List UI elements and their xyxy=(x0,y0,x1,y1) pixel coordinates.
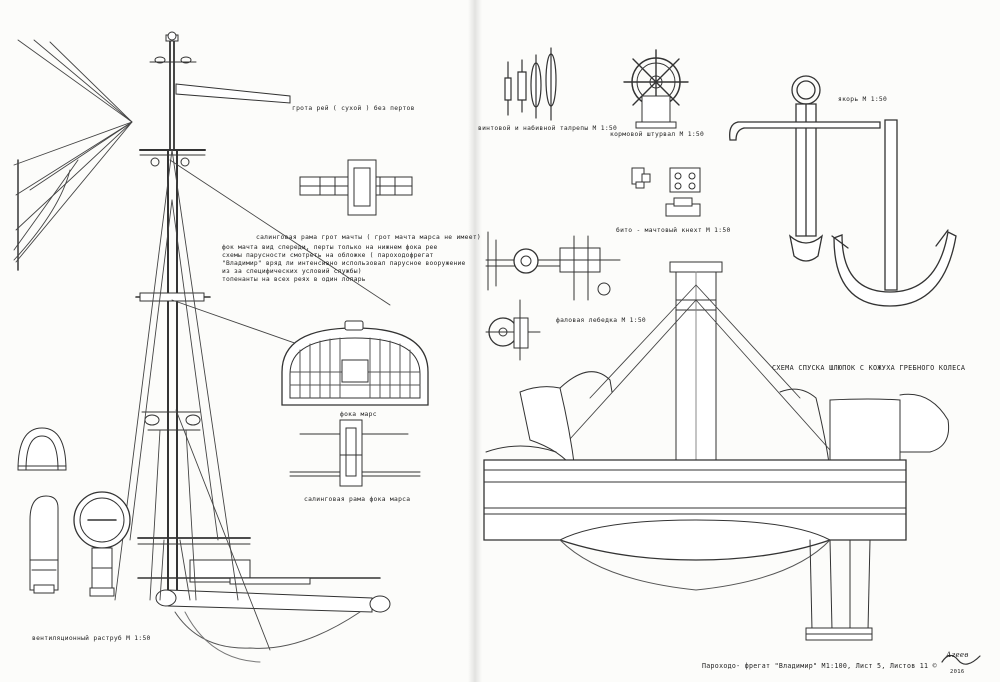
label-bito: бито - мачтовый кнехт М 1:50 xyxy=(616,227,731,234)
saling-frame-grot xyxy=(300,160,412,215)
note-line: топенанты на всех реях в один лопарь xyxy=(222,276,366,283)
note-line: "Владимир" вряд ли интенсивно использова… xyxy=(222,260,466,267)
label-grota-rey: грота рей ( сухой ) без пертов xyxy=(292,105,415,112)
footer-title: Пароходо- фрегат "Владимир" М1:100, Лист… xyxy=(702,662,937,670)
paddle-box-scheme xyxy=(484,262,949,640)
saling-frame-fok xyxy=(290,420,420,486)
vent-cowls xyxy=(18,428,130,596)
note-line: из за специфических условий службы) xyxy=(222,268,362,275)
label-shturval: кормовой штурвал М 1:50 xyxy=(610,131,705,138)
signature-mark xyxy=(942,655,980,664)
winch xyxy=(486,232,620,360)
label-lebedka: фаловая лебедка М 1:50 xyxy=(556,317,647,324)
mast xyxy=(136,32,390,662)
stays xyxy=(115,150,400,650)
fok-mars xyxy=(282,321,428,405)
signature-name: Агеев xyxy=(946,651,969,659)
turnbuckles xyxy=(505,48,556,120)
label-fok-mars: фока марс xyxy=(340,411,377,418)
anchor xyxy=(730,76,956,306)
label-vent: вентиляционный раструб М 1:50 xyxy=(32,635,151,642)
signature-year: 2016 xyxy=(950,669,965,675)
label-saling-grot: салинговая рама грот мачты ( грот мачта … xyxy=(256,234,482,241)
rigging-note: фок мачта вид спереди, перты только на н… xyxy=(222,244,465,284)
note-line: схемы парусности смотреть на обложке ( п… xyxy=(222,252,434,259)
ship-wheel xyxy=(624,50,688,128)
label-skhema: СХЕМА СПУСКА ШЛЮПОК С КОЖУХА ГРЕБНОГО КО… xyxy=(772,364,966,372)
label-saling-fok: салинговая рама фока марса xyxy=(304,496,411,503)
note-line: фок мачта вид спереди, перты только на н… xyxy=(222,244,438,251)
rigging-fan xyxy=(14,40,132,270)
label-yakor: якорь М 1:50 xyxy=(838,96,888,103)
label-talrepy: винтовой и набивной талрепы М 1:50 xyxy=(478,125,618,132)
bitts xyxy=(632,168,700,216)
page-fold xyxy=(468,0,482,682)
